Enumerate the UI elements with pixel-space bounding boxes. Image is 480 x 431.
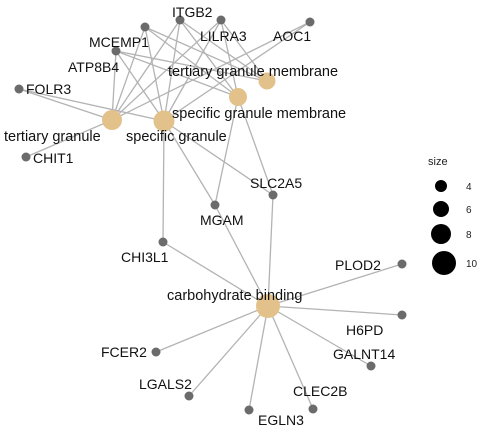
- gene-label-CHI3L1: CHI3L1: [121, 249, 169, 265]
- gene-node-FOLR3: [14, 84, 24, 94]
- edge-specific_granule_membrane-SLC2A5: [237, 96, 274, 196]
- edge-carbohydrate_binding-CHI3L1: [162, 241, 269, 307]
- legend-title: size: [428, 156, 448, 168]
- edge-tertiary_granule-ATP8B4: [111, 50, 117, 121]
- edge-layer: [18, 19, 403, 411]
- gene-node-LGALS2: [184, 391, 194, 401]
- legend-dot-6: [433, 201, 449, 217]
- gene-node-FCER2: [151, 347, 161, 357]
- gene-node-GALNT14: [366, 361, 376, 371]
- edge-specific_granule_membrane-ATP8B4: [115, 50, 239, 98]
- edge-carbohydrate_binding-LGALS2: [188, 305, 269, 397]
- edge-tertiary_granule_membrane-ATP8B4: [115, 50, 268, 82]
- legend-dot-4: [435, 180, 447, 192]
- size-legend: size 4 6 8 10: [428, 156, 478, 275]
- edge-specific_granule_membrane-MGAM: [214, 96, 239, 206]
- edge-specific_granule-SLC2A5: [163, 120, 274, 196]
- gene-node-ITGB2: [175, 15, 185, 25]
- edge-specific_granule-FOLR3: [18, 88, 165, 122]
- term-node-specific_granule: [153, 110, 175, 132]
- term-node-carbohydrate_binding: [256, 294, 280, 318]
- term-label-tertiary_granule: tertiary granule: [4, 129, 101, 145]
- term-label-carbohydrate_binding: carbohydrate binding: [167, 288, 302, 304]
- edge-specific_granule-AOC1: [163, 21, 311, 122]
- legend-dot-8: [431, 224, 451, 244]
- edge-tertiary_granule-AOC1: [111, 21, 311, 121]
- edge-specific_granule_membrane-ITGB2: [179, 19, 239, 98]
- edge-carbohydrate_binding-SLC2A5: [267, 194, 274, 307]
- label-layer: tertiary granule membrane specific granul…: [4, 4, 395, 428]
- term-label-tertiary_granule_membrane: tertiary granule membrane: [168, 64, 338, 80]
- gene-label-MGAM: MGAM: [200, 212, 244, 228]
- gene-label-AOC1: AOC1: [273, 28, 311, 44]
- gene-node-ATP8B4: [111, 46, 121, 56]
- edge-specific_granule-CHI3L1: [162, 120, 165, 243]
- legend-dot-10: [432, 251, 456, 275]
- gene-node-H6PD: [397, 310, 407, 320]
- gene-label-CHIT1: CHIT1: [33, 150, 74, 166]
- term-label-specific_granule: specific granule: [126, 129, 227, 145]
- edge-carbohydrate_binding-MGAM: [214, 204, 269, 307]
- gene-label-MCEMP1: MCEMP1: [89, 34, 149, 50]
- gene-node-PLOD2: [397, 259, 407, 269]
- gene-label-FOLR3: FOLR3: [26, 81, 71, 97]
- edge-tertiary_granule-FOLR3: [18, 88, 113, 121]
- term-label-specific_granule_membrane: specific granule membrane: [172, 106, 346, 122]
- gene-node-SLC2A5: [268, 190, 278, 200]
- gene-node-MGAM: [210, 200, 220, 210]
- edge-carbohydrate_binding-H6PD: [267, 305, 403, 316]
- gene-label-GALNT14: GALNT14: [333, 346, 395, 362]
- edge-carbohydrate_binding-EGLN3: [248, 305, 269, 411]
- edge-specific_granule-ATP8B4: [115, 50, 165, 122]
- gene-node-CHIT1: [21, 152, 31, 162]
- gene-label-PLOD2: PLOD2: [335, 257, 381, 273]
- gene-label-LGALS2: LGALS2: [139, 376, 192, 392]
- gene-label-LILRA3: LILRA3: [200, 28, 247, 44]
- edge-specific_granule-LILRA3: [163, 19, 222, 122]
- legend-label-6: 6: [466, 205, 472, 216]
- edge-specific_granule-ITGB2: [163, 19, 181, 122]
- edge-specific_granule_membrane-LILRA3: [220, 19, 239, 98]
- edge-tertiary_granule-ITGB2: [111, 19, 181, 121]
- gene-label-EGLN3: EGLN3: [258, 412, 304, 428]
- edge-carbohydrate_binding-PLOD2: [267, 263, 403, 307]
- node-layer: [14, 15, 407, 415]
- term-node-specific_granule_membrane: [229, 88, 247, 106]
- edge-carbohydrate_binding-FCER2: [155, 305, 269, 353]
- edge-tertiary_granule-MCEMP1: [111, 26, 146, 121]
- gene-label-FCER2: FCER2: [101, 344, 147, 360]
- gene-node-CHI3L1: [158, 237, 168, 247]
- edge-tertiary_granule_membrane-ITGB2: [179, 19, 268, 82]
- gene-node-MCEMP1: [140, 22, 150, 32]
- gene-label-CLEC2B: CLEC2B: [293, 383, 347, 399]
- gene-node-CLEC2B: [308, 404, 318, 414]
- gene-label-ITGB2: ITGB2: [172, 4, 213, 20]
- legend-label-8: 8: [466, 230, 472, 241]
- gene-label-SLC2A5: SLC2A5: [250, 175, 302, 191]
- legend-label-10: 10: [466, 259, 478, 270]
- term-node-tertiary_granule_membrane: [258, 72, 276, 90]
- edge-specific_granule-MGAM: [163, 120, 216, 206]
- gene-label-ATP8B4: ATP8B4: [68, 59, 119, 75]
- legend-items: 4 6 8 10: [431, 180, 478, 275]
- legend-label-4: 4: [466, 182, 472, 193]
- gene-node-LILRA3: [216, 15, 226, 25]
- gene-node-EGLN3: [244, 405, 254, 415]
- edge-carbohydrate_binding-GALNT14: [267, 305, 372, 367]
- gene-label-H6PD: H6PD: [346, 322, 383, 338]
- edge-specific_granule_membrane-MCEMP1: [144, 26, 239, 98]
- gene-node-AOC1: [305, 17, 315, 27]
- edge-tertiary_granule-CHIT1: [25, 119, 113, 158]
- edge-carbohydrate_binding-CLEC2B: [267, 305, 314, 410]
- term-node-tertiary_granule: [102, 110, 122, 130]
- edge-tertiary_granule_membrane-LILRA3: [220, 19, 268, 82]
- edge-specific_granule-MCEMP1: [144, 26, 165, 122]
